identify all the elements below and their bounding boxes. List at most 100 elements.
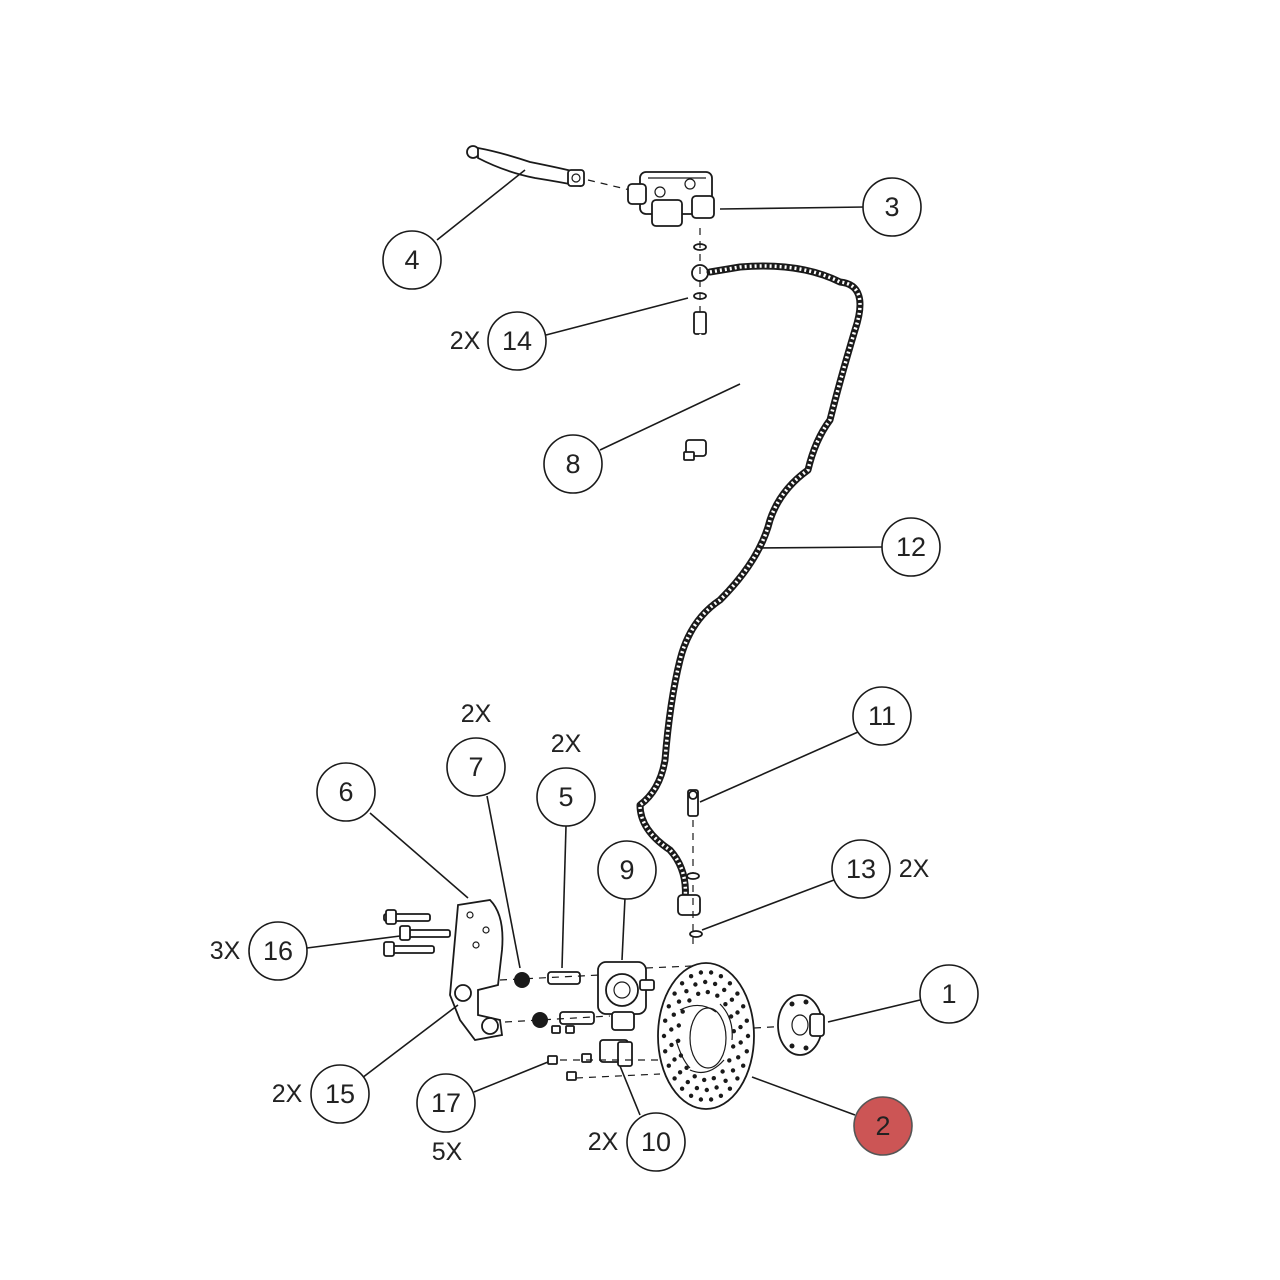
disc-hole bbox=[685, 1079, 690, 1085]
disc-hole bbox=[705, 989, 710, 995]
master-cylinder-part bbox=[627, 171, 715, 227]
callout-12[interactable]: 12 bbox=[881, 517, 941, 577]
brake-caliper-part bbox=[597, 961, 655, 1031]
disc-hole bbox=[745, 1033, 751, 1039]
disc-hole bbox=[669, 1042, 674, 1048]
brake-lever-part bbox=[466, 145, 585, 188]
disc-hole bbox=[679, 981, 685, 986]
disc-hole bbox=[663, 1049, 668, 1054]
callout-3[interactable]: 3 bbox=[862, 177, 922, 237]
callout-9[interactable]: 9 bbox=[597, 840, 657, 900]
callout-16-circle[interactable] bbox=[248, 921, 308, 981]
callout-14[interactable]: 14 2X bbox=[450, 311, 547, 371]
callout-4-circle[interactable] bbox=[382, 230, 442, 290]
disc-hole bbox=[704, 1087, 709, 1093]
callout-15[interactable]: 15 2X bbox=[272, 1064, 370, 1124]
disc-hole bbox=[692, 1074, 697, 1079]
callout-10-qty: 2X bbox=[588, 1128, 619, 1156]
disc-hole bbox=[666, 1063, 671, 1068]
callout-1[interactable]: 1 bbox=[919, 964, 979, 1024]
disc-hole bbox=[693, 982, 698, 987]
disc-hole bbox=[676, 1038, 681, 1044]
callout-10-circle[interactable] bbox=[626, 1112, 686, 1172]
disc-hole bbox=[736, 1055, 741, 1060]
callout-7[interactable]: 7 2X bbox=[446, 700, 506, 797]
slide-pins-part bbox=[499, 971, 611, 1028]
disc-hole bbox=[688, 974, 694, 979]
callout-14-circle[interactable] bbox=[487, 311, 547, 371]
small-screws-part bbox=[547, 1025, 661, 1081]
callout-8[interactable]: 8 bbox=[543, 434, 603, 494]
disc-hole bbox=[723, 1002, 728, 1007]
callout-9-circle[interactable] bbox=[597, 840, 657, 900]
disc-hole bbox=[712, 981, 718, 987]
disc-hole bbox=[735, 1010, 740, 1015]
callout-17-circle[interactable] bbox=[416, 1073, 476, 1133]
callout-4[interactable]: 4 bbox=[382, 230, 442, 290]
disc-hole bbox=[666, 1004, 671, 1009]
callout-13-circle[interactable] bbox=[831, 839, 891, 899]
disc-hole bbox=[679, 1086, 685, 1091]
callout-15-qty: 2X bbox=[272, 1080, 303, 1108]
disc-hole bbox=[744, 1049, 749, 1054]
bleeder-screw-part bbox=[687, 789, 699, 817]
disc-hole bbox=[684, 1065, 689, 1071]
disc-hole bbox=[661, 1033, 667, 1039]
callout-16-qty: 3X bbox=[210, 937, 241, 965]
disc-hole bbox=[727, 981, 733, 986]
callout-11-circle[interactable] bbox=[852, 686, 912, 746]
washer-13-b bbox=[689, 930, 703, 938]
disc-hole bbox=[698, 1097, 704, 1102]
disc-hole bbox=[728, 1014, 734, 1019]
callout-12-circle[interactable] bbox=[881, 517, 941, 577]
disc-hole bbox=[678, 1053, 684, 1058]
callout-17[interactable]: 17 5X bbox=[416, 1073, 476, 1166]
callout-11[interactable]: 11 bbox=[852, 686, 912, 746]
callout-16[interactable]: 16 3X bbox=[210, 921, 308, 981]
brake-pads-part bbox=[599, 1039, 633, 1067]
caliper-bracket-part bbox=[449, 899, 504, 1041]
disc-hole bbox=[676, 1023, 681, 1028]
disc-hole bbox=[688, 1093, 694, 1099]
disc-hole bbox=[694, 1085, 700, 1091]
disc-hole bbox=[730, 1068, 736, 1073]
callout-3-circle[interactable] bbox=[862, 177, 922, 237]
callout-6-circle[interactable] bbox=[316, 762, 376, 822]
disc-hole bbox=[672, 1057, 677, 1062]
disc-hole bbox=[669, 1027, 674, 1032]
callout-15-circle[interactable] bbox=[310, 1064, 370, 1124]
callout-10[interactable]: 10 2X bbox=[588, 1112, 686, 1172]
callout-13[interactable]: 13 2X bbox=[831, 839, 930, 899]
leader-lines bbox=[306, 169, 921, 1116]
disc-hole bbox=[741, 1063, 746, 1068]
disc-hole bbox=[741, 1004, 746, 1009]
bracket-bolts-part bbox=[383, 909, 451, 957]
callout-7-circle[interactable] bbox=[446, 737, 506, 797]
disc-hole bbox=[720, 1069, 725, 1074]
disc-hole bbox=[714, 1085, 719, 1090]
disc-hole bbox=[703, 979, 708, 985]
callout-5[interactable]: 5 2X bbox=[536, 730, 596, 827]
disc-hole bbox=[672, 1076, 677, 1081]
callout-2[interactable]: 2 bbox=[853, 1096, 913, 1156]
callout-1-circle[interactable] bbox=[919, 964, 979, 1024]
banjo-bolt bbox=[693, 311, 707, 335]
disc-hole bbox=[738, 1024, 743, 1030]
brake-switch-wire-part bbox=[683, 333, 791, 461]
brake-disc-part bbox=[657, 962, 755, 1110]
disc-hole bbox=[718, 974, 724, 979]
disc-hole bbox=[718, 1093, 724, 1099]
callout-5-circle[interactable] bbox=[536, 767, 596, 827]
disc-hole bbox=[687, 998, 692, 1003]
disc-hole bbox=[731, 1044, 736, 1049]
callout-8-circle[interactable] bbox=[543, 434, 603, 494]
disc-hole bbox=[663, 1018, 668, 1023]
disc-hole bbox=[738, 1040, 743, 1045]
disc-hole bbox=[727, 1086, 733, 1091]
washer-13-a bbox=[686, 872, 700, 880]
callout-13-qty: 2X bbox=[899, 855, 930, 883]
callout-6[interactable]: 6 bbox=[316, 762, 376, 822]
callout-14-qty: 2X bbox=[450, 327, 481, 355]
callout-2-circle[interactable] bbox=[853, 1096, 913, 1156]
